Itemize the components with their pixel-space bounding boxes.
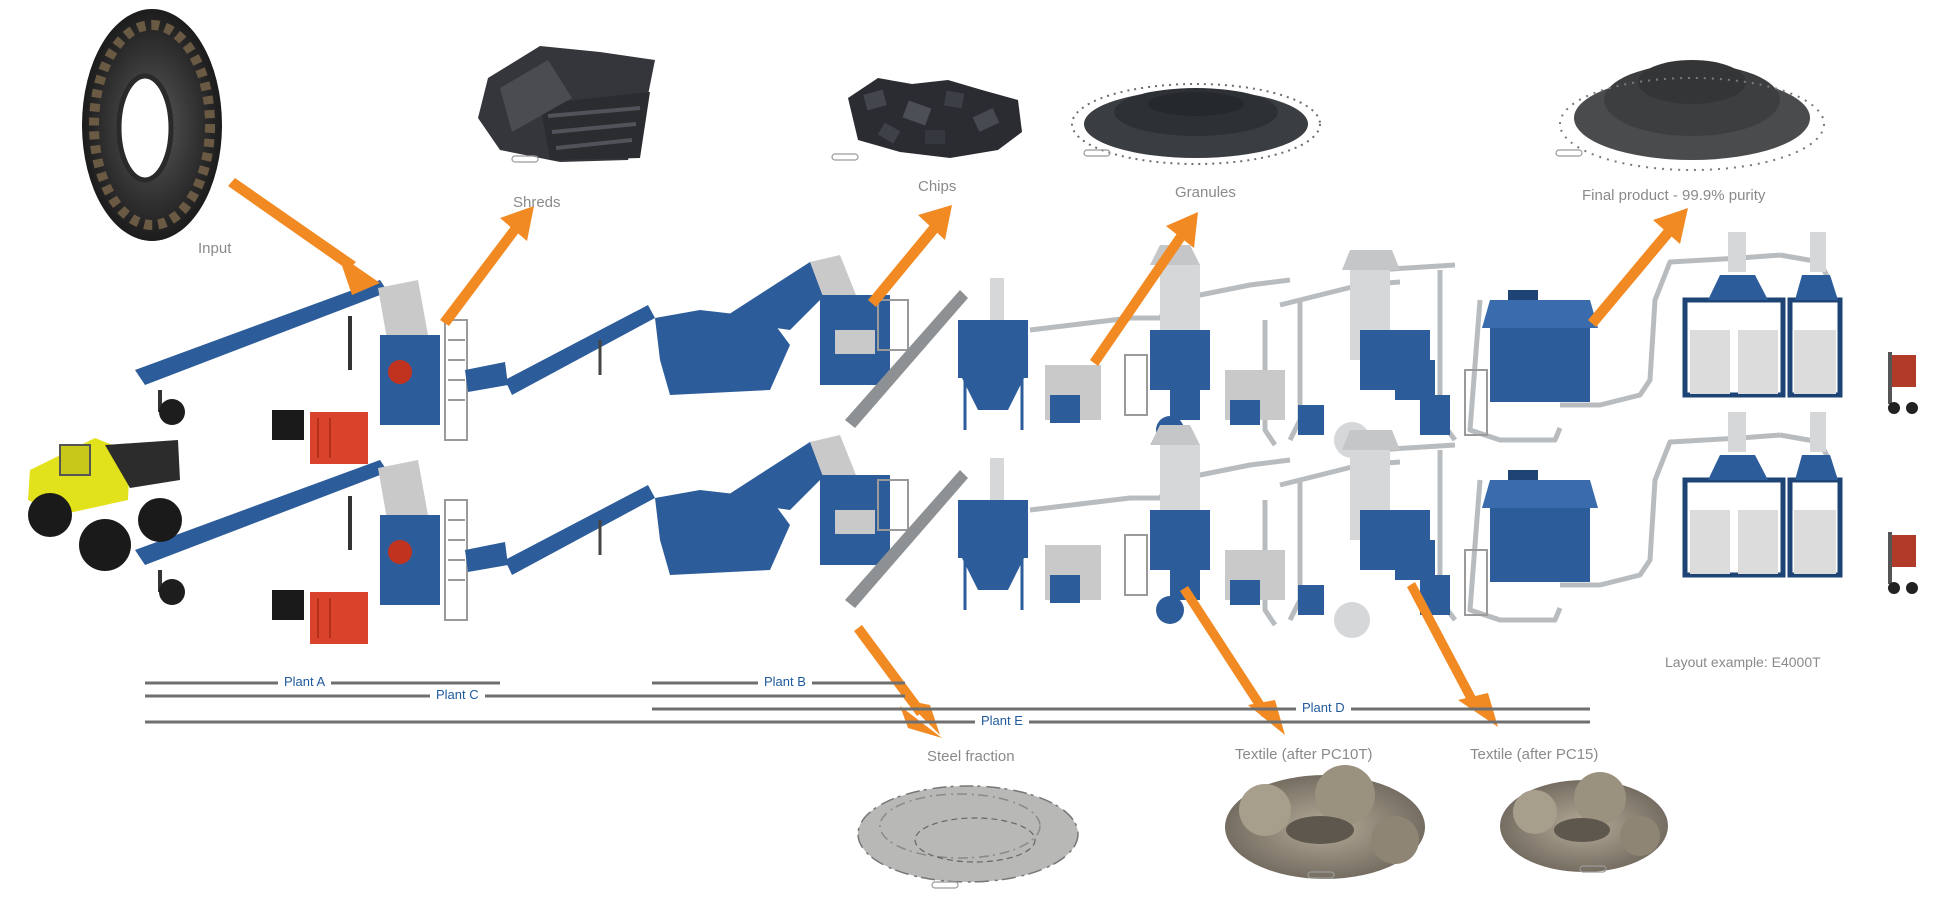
plant-range-lines: [145, 681, 1590, 724]
granulator-3: [1298, 250, 1450, 458]
tire-image: [82, 9, 222, 241]
production-line-bottom: [135, 412, 1918, 644]
granules-image: [1071, 83, 1321, 165]
final-separator: [1464, 290, 1598, 436]
label-textile-pc10t: Textile (after PC10T): [1235, 746, 1373, 763]
granulator-1: [958, 278, 1101, 430]
label-steel-fraction: Steel fraction: [927, 748, 1015, 765]
label-textile-pc15: Textile (after PC15): [1470, 746, 1599, 763]
control-cabinet: [272, 410, 368, 464]
arrow-to-chips: [868, 205, 952, 307]
arrow-to-textile-pc10t: [1180, 586, 1285, 735]
textile-pc15-image: [1500, 772, 1668, 873]
label-plant-e: Plant E: [975, 713, 1029, 728]
steel-fraction-image: [857, 785, 1079, 889]
arrow-to-shreds: [440, 206, 534, 326]
granulator-2: [1124, 245, 1285, 444]
label-granules: Granules: [1175, 184, 1236, 201]
final-product-image: [1555, 60, 1825, 171]
textile-pc10t-image: [1225, 765, 1425, 879]
label-plant-a: Plant A: [278, 674, 332, 689]
production-line-top: [135, 232, 1918, 464]
shreds-image: [478, 46, 655, 163]
big-bag-station-2: [1787, 232, 1843, 398]
primary-shredder: [378, 280, 468, 441]
infeed-conveyor: [135, 280, 388, 425]
label-plant-b: Plant B: [758, 674, 812, 689]
secondary-shredder: [655, 255, 968, 428]
label-input: Input: [198, 240, 232, 257]
wheel-loader: [28, 438, 182, 571]
arrow-input-to-shredder: [228, 178, 380, 295]
label-final-product: Final product - 99.9% purity: [1582, 187, 1766, 204]
label-layout-example: Layout example: E4000T: [1665, 654, 1821, 670]
arrow-to-textile-pc15: [1407, 582, 1498, 727]
label-plant-c: Plant C: [430, 687, 485, 702]
label-chips: Chips: [918, 178, 957, 195]
forklift: [1888, 352, 1918, 414]
flow-arrows: [228, 178, 1688, 738]
chips-image: [831, 78, 1022, 161]
big-bag-station-1: [1682, 232, 1786, 398]
arrow-to-granules: [1090, 212, 1198, 366]
label-plant-d: Plant D: [1296, 700, 1351, 715]
transfer-conveyor-1: [465, 305, 655, 395]
arrow-to-final-product: [1588, 208, 1688, 327]
label-shreds: Shreds: [513, 194, 561, 211]
